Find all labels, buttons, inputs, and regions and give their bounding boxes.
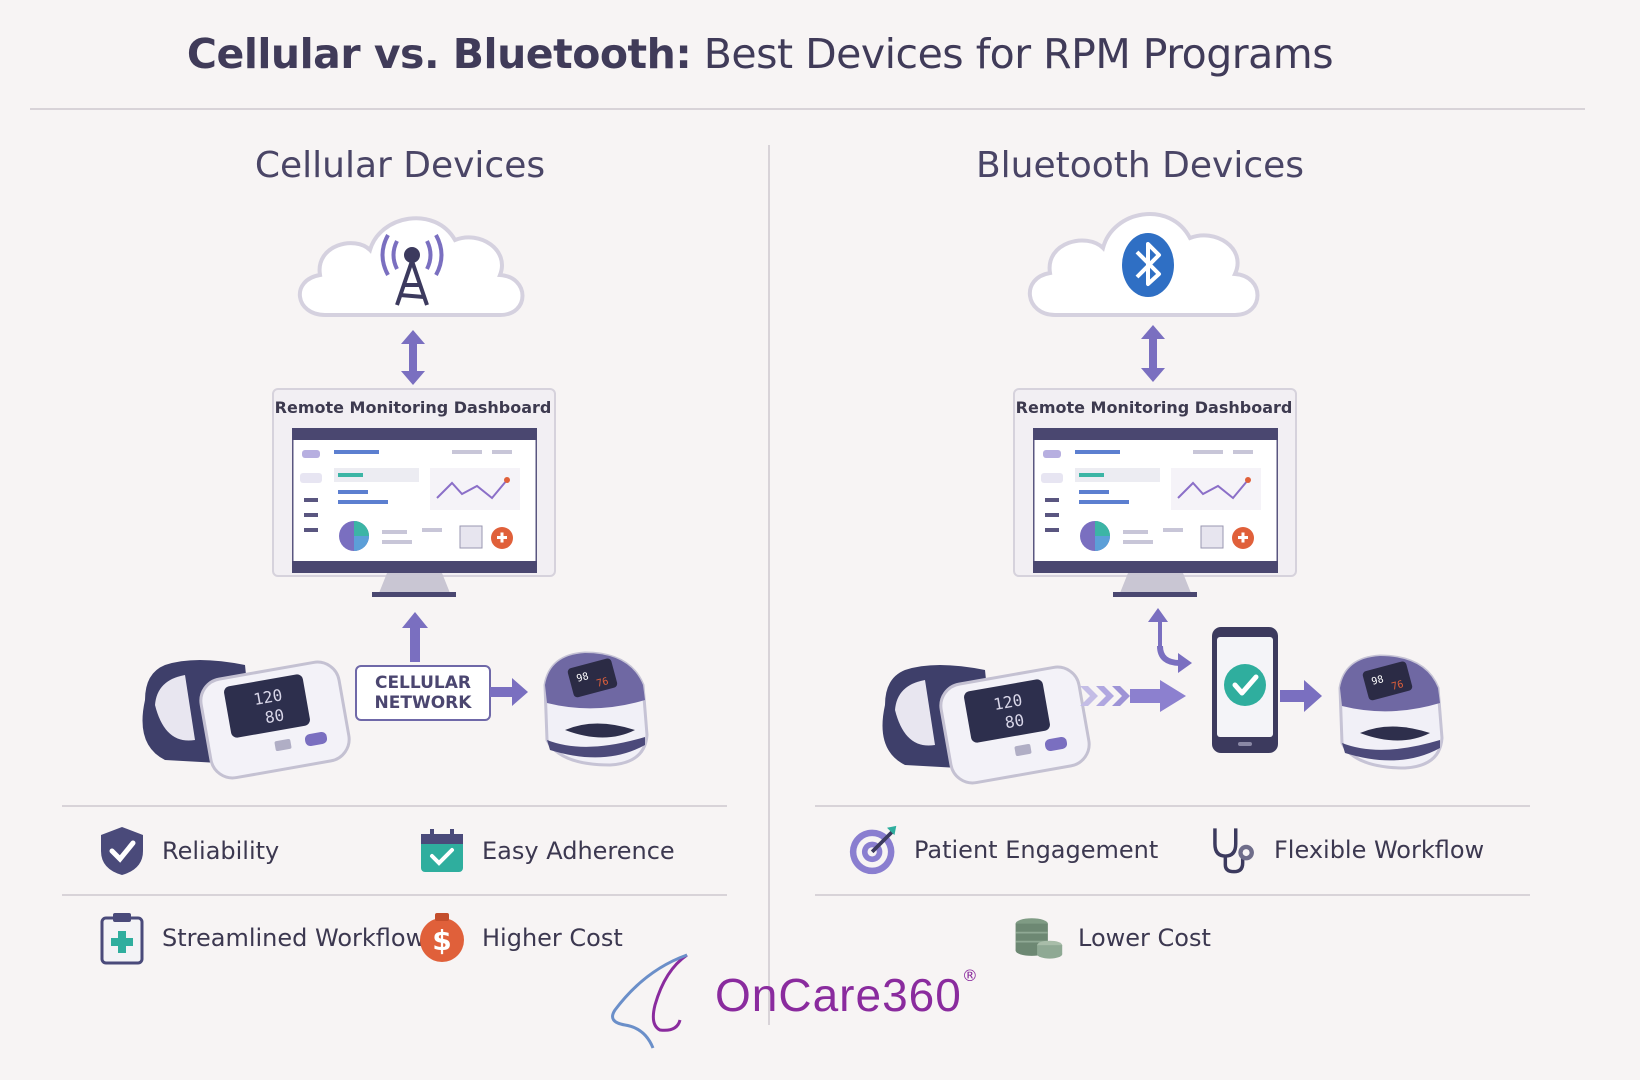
left-feature-divider-top bbox=[62, 805, 727, 807]
svg-text:80: 80 bbox=[1003, 710, 1025, 732]
svg-text:98: 98 bbox=[575, 671, 589, 685]
title-bold: Cellular vs. Bluetooth: bbox=[186, 30, 692, 78]
center-divider bbox=[768, 145, 770, 1025]
clipboard-plus-icon bbox=[96, 912, 148, 965]
feature-lower-cost: Lower Cost bbox=[1012, 912, 1211, 964]
feature-label: Patient Engagement bbox=[914, 836, 1159, 864]
coin-stack-icon bbox=[1012, 912, 1064, 964]
dashboard-monitor-right: Remote Monitoring Dashboard bbox=[1013, 388, 1297, 603]
svg-text:76: 76 bbox=[595, 676, 609, 690]
title-rest: Best Devices for RPM Programs bbox=[691, 30, 1334, 78]
cellular-cloud-icon bbox=[298, 216, 525, 317]
title-divider bbox=[30, 108, 1585, 110]
pulse-oximeter-right: 98 76 bbox=[1338, 654, 1444, 770]
bp-to-phone-arrow bbox=[1080, 680, 1186, 712]
cell-tower-icon bbox=[380, 234, 444, 306]
network-label-line2: NETWORK bbox=[374, 693, 472, 713]
feature-patient-engagement: Patient Engagement bbox=[848, 824, 1158, 876]
cellular-network-label: CELLULAR NETWORK bbox=[355, 665, 491, 721]
feature-label: Streamlined Workflow bbox=[162, 924, 426, 952]
phone-to-oximeter-arrow bbox=[1280, 680, 1322, 712]
feature-label: Higher Cost bbox=[482, 924, 623, 952]
page-title: Cellular vs. Bluetooth: Best Devices for… bbox=[0, 30, 1520, 78]
svg-text:120: 120 bbox=[252, 685, 284, 709]
feature-streamlined-workflow: Streamlined Workflow bbox=[96, 912, 426, 965]
oncare360-logo-mark bbox=[611, 953, 688, 1049]
feature-label: Lower Cost bbox=[1078, 924, 1211, 952]
cloud-sync-arrow-right bbox=[1141, 325, 1165, 382]
network-to-oximeter-arrow bbox=[490, 678, 528, 706]
svg-text:98: 98 bbox=[1370, 674, 1384, 688]
bluetooth-cloud-icon bbox=[1028, 212, 1260, 317]
phone-to-dashboard-arrow bbox=[1148, 608, 1192, 673]
svg-text:80: 80 bbox=[263, 705, 285, 727]
blood-pressure-monitor-right: 120 80 bbox=[882, 665, 1091, 785]
bluetooth-heading: Bluetooth Devices bbox=[975, 145, 1305, 186]
dashboard-label: Remote Monitoring Dashboard bbox=[1015, 398, 1293, 417]
dashboard-monitor-left: Remote Monitoring Dashboard bbox=[272, 388, 556, 603]
oncare360-logo: OnCare360® bbox=[715, 966, 978, 1022]
calendar-check-icon bbox=[416, 825, 468, 877]
feature-easy-adherence: Easy Adherence bbox=[416, 825, 675, 877]
right-feature-divider-mid bbox=[815, 894, 1530, 896]
svg-text:76: 76 bbox=[1390, 679, 1404, 693]
feature-label: Reliability bbox=[162, 837, 280, 865]
stethoscope-icon bbox=[1208, 824, 1260, 876]
svg-text:120: 120 bbox=[992, 690, 1024, 714]
pulse-oximeter-left: 98 76 bbox=[543, 651, 649, 767]
logo-text: OnCare360 bbox=[715, 969, 962, 1021]
right-feature-divider-top bbox=[815, 805, 1530, 807]
dashboard-screen bbox=[1033, 428, 1278, 597]
feature-flexible-workflow: Flexible Workflow bbox=[1208, 824, 1484, 876]
cloud-sync-arrow-left bbox=[401, 330, 425, 385]
dashboard-screen bbox=[292, 428, 537, 597]
dollar-coin-icon: $ bbox=[416, 912, 468, 964]
target-icon bbox=[848, 824, 900, 876]
shield-check-icon bbox=[96, 825, 148, 877]
cellular-heading: Cellular Devices bbox=[254, 145, 546, 186]
svg-text:$: $ bbox=[432, 924, 451, 957]
dashboard-label: Remote Monitoring Dashboard bbox=[274, 398, 552, 417]
bluetooth-icon bbox=[1122, 233, 1174, 297]
blood-pressure-monitor-left: 120 80 bbox=[142, 660, 351, 780]
feature-label: Easy Adherence bbox=[482, 837, 675, 865]
network-label-line1: CELLULAR bbox=[374, 673, 472, 693]
feature-higher-cost: $ Higher Cost bbox=[416, 912, 623, 964]
smartphone-icon bbox=[1212, 627, 1278, 753]
feature-label: Flexible Workflow bbox=[1274, 836, 1485, 864]
logo-registered-mark: ® bbox=[961, 966, 978, 985]
upload-arrow-left bbox=[402, 612, 428, 662]
feature-reliability: Reliability bbox=[96, 825, 279, 877]
left-feature-divider-mid bbox=[62, 894, 727, 896]
